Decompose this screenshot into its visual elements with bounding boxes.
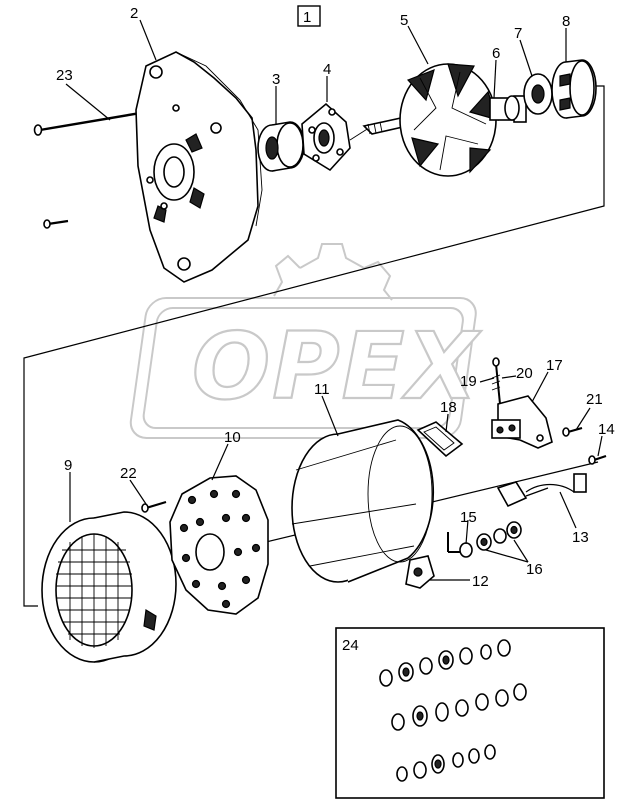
part-5-rotor: [349, 63, 527, 177]
callout-8: 8: [562, 13, 570, 30]
callout-19: 19: [460, 373, 477, 390]
part-13-capacitor: [496, 473, 587, 508]
part-14-screw: [588, 454, 607, 465]
part-3-bearing: [257, 121, 305, 172]
callout-21: 21: [586, 391, 603, 408]
callout-9: 9: [64, 457, 72, 474]
callout-24: 24: [342, 637, 359, 654]
part-15-16-washers-nuts: [459, 521, 522, 558]
part-21-screw: [562, 426, 583, 437]
callout-14: 14: [598, 421, 615, 438]
leader-lines: [65, 19, 603, 581]
callout-11: 11: [314, 381, 330, 398]
callout-12: 12: [472, 573, 489, 590]
part-7-bearing: [523, 73, 553, 115]
part-4-retainer-plate: [301, 102, 351, 172]
part-22-screw: [141, 500, 167, 513]
upper-assembly-bracket: [23, 85, 605, 607]
part-17-regulator: [491, 395, 553, 449]
callout-15: 15: [460, 509, 477, 526]
part-18-gasket: [416, 421, 464, 458]
callout-labels: 2 3 4 5 6 7 8 23 9 10 22 11 18 17 19 20 …: [56, 5, 615, 654]
callout-13: 13: [572, 529, 589, 546]
watermark-text: OPEX: [192, 313, 481, 420]
part-23-screw-small: [43, 219, 69, 229]
callout-23: 23: [56, 67, 73, 84]
part-9-stator: [41, 511, 177, 663]
callout-7: 7: [514, 25, 522, 42]
kit-row-3: [396, 744, 496, 782]
callout-16: 16: [526, 561, 543, 578]
part-24-hardware-kit: [335, 627, 605, 799]
callout-17: 17: [546, 357, 563, 374]
part-8-slip-ring-end: [551, 59, 597, 119]
kit-row-1: [379, 639, 511, 687]
opex-watermark: OPEX: [129, 243, 481, 439]
callout-22: 22: [120, 465, 137, 482]
part-2-drive-end-frame: [135, 51, 263, 283]
part-19-20-brushes: [491, 357, 501, 405]
figure-number: 1: [303, 9, 311, 26]
figure-number-box: [297, 5, 321, 27]
part-6-collar: [504, 95, 520, 121]
kit-row-2: [391, 683, 527, 731]
part-10-rectifier: [169, 475, 269, 615]
callout-18: 18: [440, 399, 457, 416]
callout-5: 5: [400, 12, 408, 29]
callout-6: 6: [492, 45, 500, 62]
callout-4: 4: [323, 61, 331, 78]
part-11-end-frame: [291, 419, 435, 589]
callout-3: 3: [272, 71, 280, 88]
callout-2: 2: [130, 5, 138, 22]
callout-10: 10: [224, 429, 241, 446]
callout-20: 20: [516, 365, 533, 382]
